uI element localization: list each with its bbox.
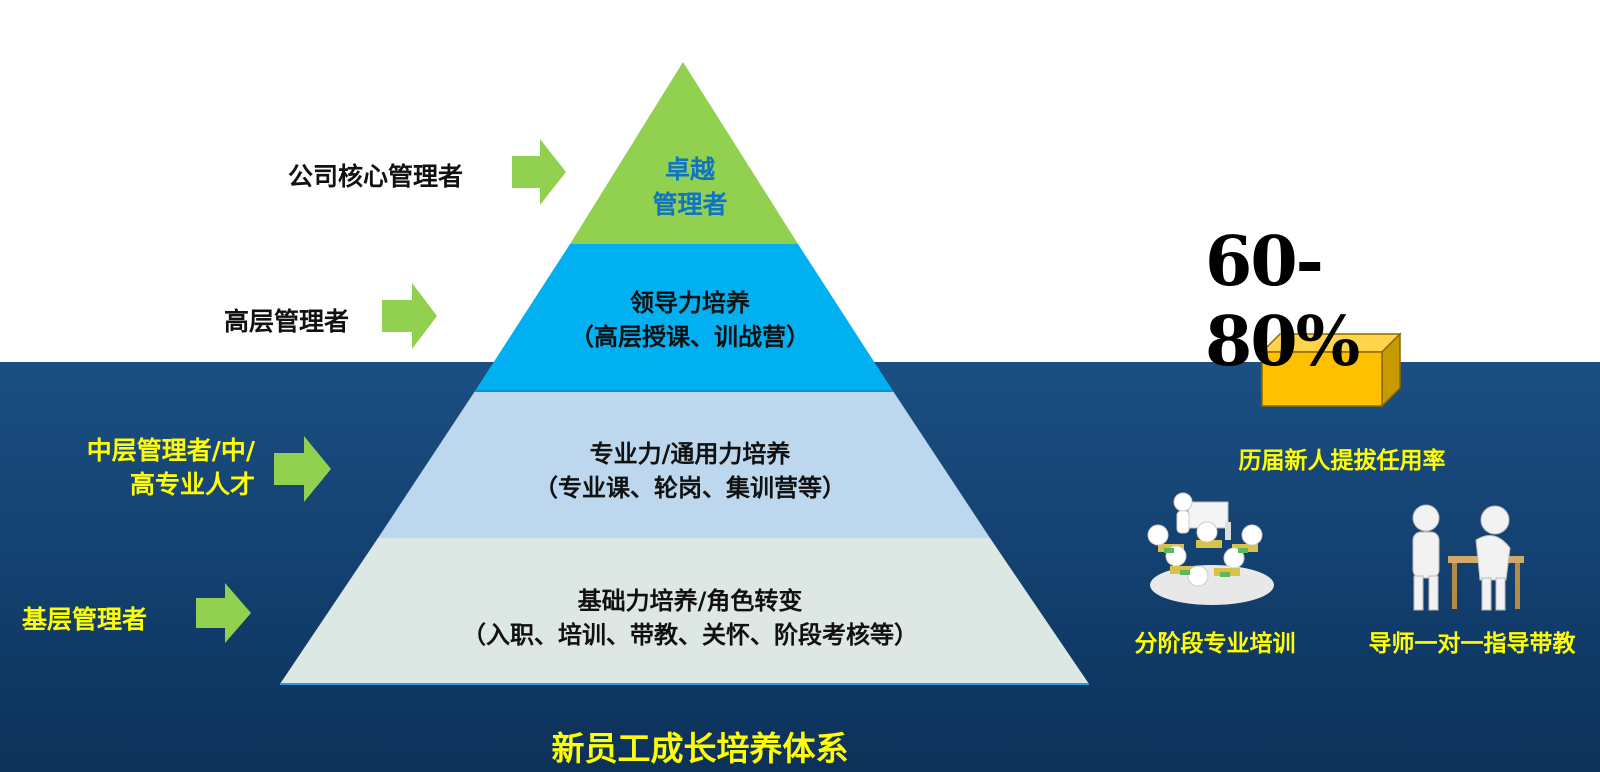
arrow-right-icon bbox=[512, 139, 566, 205]
pyramid-tier-leadership bbox=[475, 244, 893, 391]
side-label-core-manager: 公司核心管理者 bbox=[288, 162, 464, 191]
tier-label-top: 卓越 管理者 bbox=[652, 155, 728, 219]
yellow-box-icon bbox=[1260, 332, 1402, 408]
caption-staged-training: 分阶段专业培训 bbox=[1134, 631, 1296, 657]
arrow-right-icon bbox=[274, 436, 331, 502]
caption-mentor-coaching: 导师一对一指导带教 bbox=[1368, 631, 1576, 657]
stat-caption: 历届新人提拔任用率 bbox=[1238, 448, 1446, 474]
tier-label-foundation: 基础力培养/角色转变 （入职、培训、带教、关怀、阶段考核等） bbox=[462, 587, 918, 649]
side-label-base-manager: 基层管理者 bbox=[22, 605, 148, 634]
pyramid-tier-professional bbox=[378, 391, 990, 538]
classroom-training-icon bbox=[1147, 492, 1274, 605]
tier-label-leadership: 领导力培养 （高层授课、训战营） bbox=[570, 289, 810, 351]
pyramid-tier-top bbox=[570, 62, 798, 244]
side-label-middle-manager: 中层管理者/中/ 高专业人才 bbox=[86, 436, 255, 499]
arrow-right-icon bbox=[196, 583, 251, 643]
stat-value: 60-80% bbox=[1205, 222, 1360, 382]
mentor-coaching-icon bbox=[1412, 504, 1524, 611]
diagram-title: 新员工成长培养体系 bbox=[551, 729, 849, 768]
arrow-right-icon bbox=[382, 283, 437, 349]
side-label-senior-manager: 高层管理者 bbox=[224, 307, 350, 336]
tier-label-professional: 专业力/通用力培养 （专业课、轮岗、集训营等） bbox=[534, 440, 846, 502]
pyramid-tier-foundation bbox=[280, 538, 1089, 684]
